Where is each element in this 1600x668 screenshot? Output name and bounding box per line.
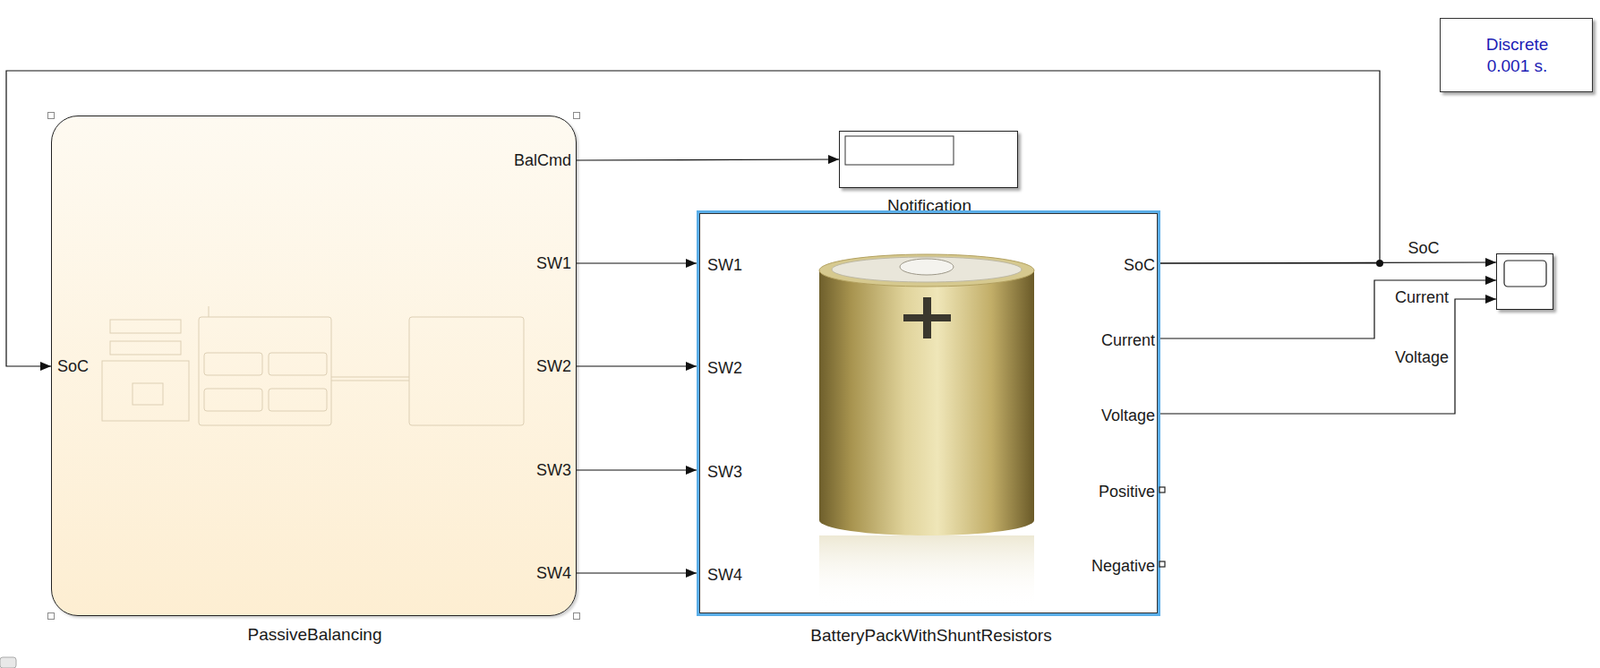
thumb-line [331, 380, 410, 382]
battery-bottom [819, 504, 1035, 536]
scope-screen [1504, 260, 1547, 287]
signal-line [6, 70, 1380, 367]
port-label: Voltage [1101, 406, 1156, 427]
physical-port [1159, 561, 1165, 567]
chart-thumbnail [102, 306, 524, 426]
thumb-line [208, 306, 210, 317]
selection-handles [48, 112, 581, 620]
signal-label: SoC [1407, 239, 1439, 258]
port-label: SW2 [707, 359, 743, 379]
signal-line [576, 469, 697, 471]
status-icon [0, 657, 17, 668]
thumb-box [198, 316, 332, 426]
thumb-line [331, 376, 410, 378]
simulink-block [1496, 253, 1554, 310]
battery-terminal [899, 258, 954, 275]
thumb-box [102, 360, 189, 421]
port-label: Negative [1091, 556, 1156, 577]
block-name: PassiveBalancing [248, 624, 383, 646]
signal-line [1160, 299, 1497, 414]
block-name: Discrete 0.001 s. [1472, 34, 1563, 78]
signal-line [576, 159, 839, 161]
port-label: BalCmd [513, 151, 572, 172]
port-label: SW1 [707, 256, 743, 276]
signal-label: Current [1394, 288, 1449, 308]
plus-symbol [923, 297, 932, 339]
simulink-block: Notification [838, 130, 1019, 189]
port-label: SoC [1123, 256, 1156, 276]
signal-line [1160, 262, 1497, 264]
handle [48, 112, 55, 120]
port-label: SW2 [536, 357, 572, 377]
simulink-block: PassiveBalancingSoCBalCmdSW1SW2SW3SW4 [51, 115, 577, 617]
thumb-box [110, 341, 181, 355]
port-label: Positive [1098, 482, 1156, 503]
thumb-box [268, 352, 327, 376]
battery-top-plate [831, 256, 1022, 283]
signal-line [576, 572, 697, 574]
port-label: SW1 [536, 254, 572, 274]
battery-reflection [819, 535, 1035, 608]
signal-line [576, 365, 697, 367]
battery-top [819, 254, 1035, 287]
block-name: BatteryPackWithShuntResistors [810, 625, 1052, 647]
physical-port [1159, 487, 1165, 493]
signal-label: Voltage [1394, 348, 1449, 368]
handle [48, 613, 55, 620]
thumb-box [268, 388, 327, 411]
display-window [845, 136, 954, 165]
battery-body [819, 270, 1035, 521]
signal-line [1160, 280, 1497, 339]
branch-point [1376, 259, 1384, 267]
port-label: SW4 [536, 564, 572, 584]
thumb-box [110, 319, 181, 334]
signal-line [576, 262, 697, 264]
thumb-box [204, 352, 263, 376]
battery-illustration [819, 254, 1035, 608]
port-label: SW3 [536, 461, 572, 481]
port-label: SoC [57, 357, 89, 377]
thumb-box [132, 383, 163, 405]
plus-symbol [903, 314, 951, 322]
handle [573, 112, 581, 120]
simulink-block: BatteryPackWithShuntResistorsSW1SW2SW3SW… [696, 210, 1161, 617]
port-label: SW3 [707, 462, 743, 483]
thumb-box [409, 316, 524, 426]
thumb-box [204, 388, 263, 411]
port-label: Current [1101, 331, 1156, 351]
handle [573, 613, 581, 620]
simulink-block: Discrete 0.001 s. [1439, 17, 1593, 93]
port-label: SW4 [707, 565, 743, 586]
